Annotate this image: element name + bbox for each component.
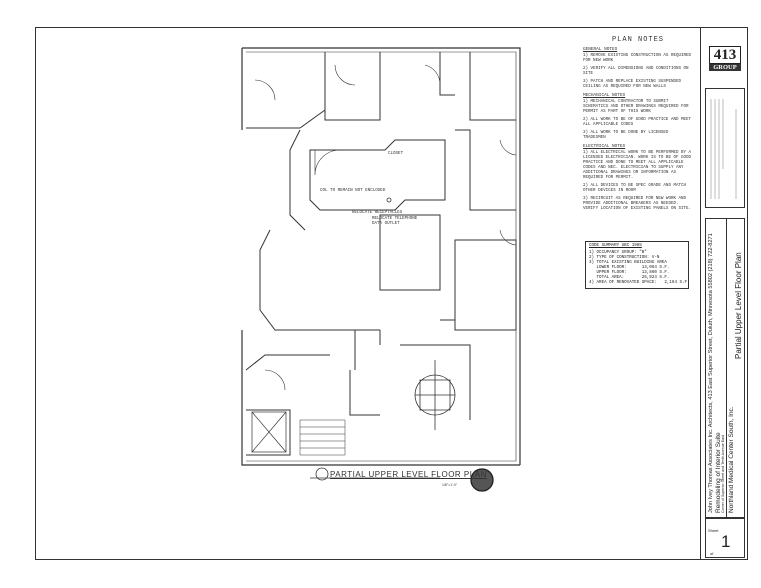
note-item: 3) RECIRCUIT AS REQUIRED FOR NEW WORK AN…: [583, 197, 692, 211]
sheet-number-box: Sheet 1 of: [705, 518, 745, 558]
plan-title-marker: [310, 467, 440, 481]
note-item: 3) ALL WORK TO BE DONE BY LICENSED TRADE…: [583, 131, 669, 140]
logo-word: GROUP: [709, 64, 741, 71]
mechanical-notes-heading: MECHANICAL NOTES: [583, 93, 626, 98]
project-location: Corner of Superior Street and Tenth Aven…: [721, 435, 725, 513]
code-summary-heading: CODE SUMMARY UBC 1985: [589, 244, 642, 248]
code-line: 1) OCCUPANCY GROUP: "B": [589, 251, 647, 255]
note-item: 1) ALL ELECTRICAL WORK TO BE PERFORMED B…: [583, 151, 692, 180]
closet-label: CLOSET: [388, 152, 404, 156]
drawing-border: [35, 27, 748, 560]
code-line: 2) TYPE OF CONSTRUCTION: V-N: [589, 256, 660, 260]
note-item: 3) PATCH AND REPLACE EXISTING SUSPENDED …: [583, 80, 682, 89]
note-item: 1) MECHANICAL CONTRACTOR TO SUBMIT SCHEM…: [583, 100, 689, 114]
telephone-note: RELOCATE TELEPHONE: [372, 217, 418, 221]
client-name: Northland Medical Center South, Inc.: [728, 406, 735, 513]
title-block: [700, 27, 749, 560]
note-item: 2) ALL DEVICES TO BE SPEC GRADE AND MATC…: [583, 184, 687, 193]
stair: [299, 419, 346, 456]
receptacle-note: RELOCATE RECEPTACLES: [352, 211, 403, 215]
plan-notes: PLAN NOTES GENERAL NOTES 1) REMOVE EXIST…: [583, 36, 693, 215]
code-line: 3) TOTAL EXISTING BUILDING AREA: [589, 261, 667, 265]
logo-number: 413: [709, 46, 741, 64]
code-line: 4) AREA OF RENOVATED SPACE: 2,164 S.F.: [589, 281, 690, 285]
interior-walls: [245, 52, 517, 456]
general-notes-heading: GENERAL NOTES: [583, 47, 618, 52]
data-outlet-note: DATA OUTLET: [372, 222, 400, 226]
firm-name: John Ivey Thomas Associates Inc. Archite…: [708, 233, 714, 513]
code-summary: CODE SUMMARY UBC 1985 1) OCCUPANCY GROUP…: [585, 241, 690, 289]
code-line: UPPER FLOOR: 13,860 S.F.: [589, 271, 670, 275]
note-item: 2) VERIFY ALL DIMENSIONS AND CONDITIONS …: [583, 67, 689, 76]
workstation-cross: [414, 360, 456, 430]
firm-logo: 413 GROUP: [709, 42, 741, 78]
electrical-notes-heading: ELECTRICAL NOTES: [583, 144, 626, 149]
note-item: 2) ALL WORK TO BE OF GOOD PRACTICE AND M…: [583, 118, 692, 127]
doors: [254, 64, 517, 391]
drawing-title: PARTIAL UPPER LEVEL FLOOR PLAN: [330, 470, 487, 479]
sheet-label: Sheet: [708, 528, 719, 533]
sheet-title: Partial Upper Level Floor Plan: [734, 252, 743, 359]
elevator: [251, 411, 287, 453]
column: [386, 197, 392, 203]
sheet-number: 1: [721, 532, 731, 551]
plan-notes-title: PLAN NOTES: [611, 36, 664, 44]
exterior-walls: [241, 47, 521, 466]
code-line: LOWER FLOOR: 13,064 S.F.: [589, 266, 670, 270]
drawing-scale: 1/8"=1'-0": [442, 483, 458, 487]
sheet-of-label: of: [710, 551, 714, 556]
note-item: 1) REMOVE EXISTING CONSTRUCTION AS REQUI…: [583, 54, 692, 63]
north-arrow-icon: [470, 468, 494, 492]
code-line: TOTAL AREA: 26,924 S.F.: [589, 276, 670, 280]
column-note: COL TO REMAIN NOT ENCLOSED: [320, 189, 386, 193]
certification-box: [705, 88, 745, 208]
project-info-box: John Ivey Thomas Associates Inc. Archite…: [705, 218, 745, 518]
